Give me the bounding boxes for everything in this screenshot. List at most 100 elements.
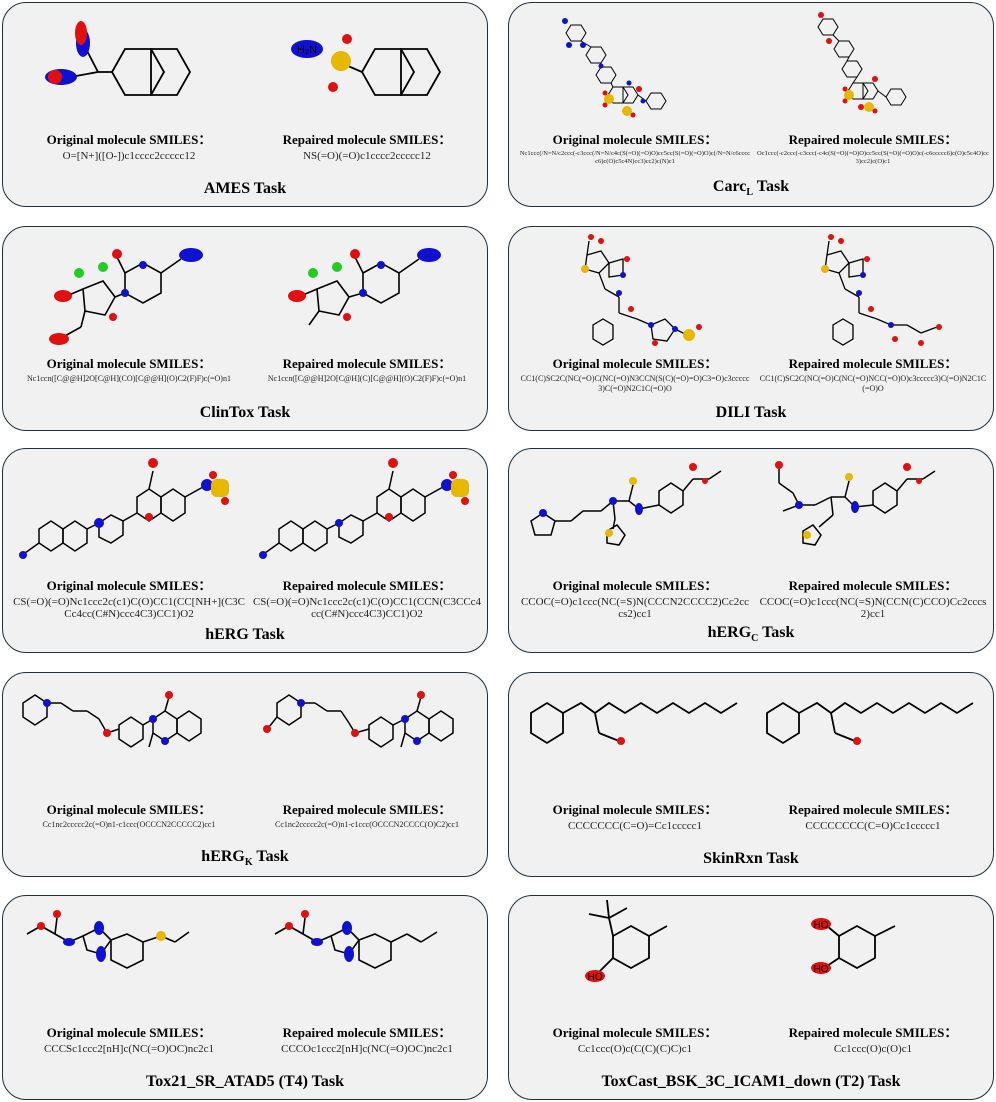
task-title: ClinTox Task [199,404,291,421]
task-title: AMES Task [203,180,287,197]
repaired-column: Repaired molecule SMILES： CCCOc1ccc2[nH]… [247,1022,487,1055]
title-end: Task [252,847,289,865]
title-main: Carc [712,177,747,195]
repaired-column: Repaired molecule SMILES： Nc1ccn([C@@H]2… [247,353,487,384]
original-smiles: CCCCCCC(C=O)=Cc1ccccc1 [567,820,702,832]
original-molecule-dili [584,240,688,346]
repaired-molecule-herg [264,470,444,554]
original-smiles-label: Original molecule SMILES： [552,132,718,147]
panel-herg-k: Original molecule SMILES： Cc1nc2ccccc2c(… [2,672,488,877]
original-smiles-label: Original molecule SMILES： [46,1025,212,1040]
repaired-smiles-label: Repaired molecule SMILES： [788,132,958,147]
original-column: Original molecule SMILES： Cc1ccc(O)c(C(C… [515,1022,755,1055]
original-molecule-carc [565,24,667,110]
original-column: Original molecule SMILES： CCOC(=O)c1ccc(… [515,575,755,620]
title-main: hERG [201,847,245,865]
repaired-smiles: NS(=O)(=O)c1cccc2ccccc12 [303,150,431,162]
repaired-smiles-label: Repaired molecule SMILES： [788,578,958,593]
molecule-drawing-herg-k [22,691,454,748]
original-smiles-label: Original molecule SMILES： [552,578,718,593]
repaired-smiles-label: Repaired molecule SMILES： [282,578,452,593]
molecule-drawing-clintox [49,248,441,345]
task-title: DILI Task [715,404,787,421]
original-smiles-label: Original molecule SMILES： [552,802,718,817]
molecule-drawing-tox21 [26,910,438,969]
repaired-smiles: CC1(C)SC2C(NC(=O)C(NC(=O)NCC(=O)O)c3cccc… [759,374,987,393]
task-title: CarcL Task [509,178,993,198]
title-subscript: K [244,857,253,868]
repaired-smiles: Cc1nc2ccccc2c(=O)n1-c1ccc(OCCCN2CCCC(O)C… [274,820,459,829]
repaired-column: Repaired molecule SMILES： NS(=O)(=O)c1cc… [247,129,487,162]
repaired-column: Repaired molecule SMILES： Cc1nc2ccccc2c(… [247,799,487,830]
original-smiles: Cc1nc2ccccc2c(=O)n1-c1ccc(OCCCN2CCCCC2)c… [42,820,216,829]
title-end: Task [758,623,795,641]
task-title: hERGC Task [509,624,993,644]
repaired-column: Repaired molecule SMILES： Cc1ccc(O)c(O)c… [753,1022,993,1055]
repaired-smiles-label: Repaired molecule SMILES： [282,802,452,817]
original-smiles-label: Original molecule SMILES： [46,578,212,593]
panel-skinrxn: Original molecule SMILES： CCCCCCC(C=O)=C… [508,672,994,877]
molecule-drawing-toxcast: HO HO HO [585,899,896,983]
original-molecule-toxcast [588,899,668,973]
original-column: Original molecule SMILES： Nc1ccc(/N=N/c2… [515,129,755,166]
repaired-molecule-tox21 [274,917,438,969]
original-smiles-label: Original molecule SMILES： [46,132,212,147]
original-smiles: CCOC(=O)c1ccc(NC(=S)N(CCCN2CCCC2)Cc2cccs… [520,596,750,621]
original-smiles: Nc1ccc(/N=N/c2ccc(-c3ccc(/N=N/c4c(S(=O)(… [519,150,751,166]
repaired-column: Repaired molecule SMILES： CS(=O)(=O)Nc1c… [247,575,487,620]
task-title: SkinRxn Task [703,850,799,867]
title-subscript: C [751,633,759,644]
original-molecule-tox21 [26,917,190,969]
original-molecule-ames [64,42,192,96]
panel-clintox: Original molecule SMILES： Nc1ccn([C@@H]2… [2,226,488,431]
title-end: Task [753,177,790,195]
panel-carc: Original molecule SMILES： Nc1ccc(/N=N/c2… [508,2,994,207]
panel-herg: Original molecule SMILES： CS(=O)(=O)Nc1c… [2,448,488,653]
atom-label: HO [814,920,829,931]
panel-herg-c: Original molecule SMILES： CCOC(=O)c1ccc(… [508,448,994,653]
atom-label: H₂N [297,44,317,56]
original-smiles: Cc1ccc(O)c(C(C)(C)C)c1 [577,1043,693,1055]
repaired-molecule-dili [824,240,938,346]
nitrogen-atom [291,40,323,58]
repaired-smiles: Nc1ccn([C@@H]2O[C@H](C)[C@@H](O)C2(F)F)c… [267,374,467,383]
original-smiles: O=[N+]([O-])c1cccc2ccccc12 [62,150,196,162]
oxygen-atom [75,21,87,45]
title-subscript: L [746,187,754,198]
original-molecule-herg-c [530,470,722,546]
original-smiles: Nc1ccn([C@@H]2O[C@H](CO)[C@@H](O)C2(F)F)… [27,374,231,383]
repaired-molecule-skinrxn [766,701,974,745]
repaired-smiles-label: Repaired molecule SMILES： [788,802,958,817]
original-smiles-label: Original molecule SMILES： [46,356,212,371]
repaired-smiles: CCCCCCCC(C=O)Cc1ccccc1 [805,820,941,832]
molecule-drawing-skinrxn [530,701,974,745]
repaired-molecule-ames [340,48,442,96]
original-smiles-label: Original molecule SMILES： [46,802,212,817]
original-column: Original molecule SMILES： O=[N+]([O-])c1… [9,129,249,162]
molecule-drawing-herg [19,458,469,559]
repaired-molecule-carc [817,18,907,106]
original-column: Original molecule SMILES： CCCSc1ccc2[nH]… [9,1022,249,1055]
title-main: hERG [707,623,752,641]
atom-label: HO [814,964,829,975]
original-column: Original molecule SMILES： CS(=O)(=O)Nc1c… [9,575,249,620]
original-smiles-label: Original molecule SMILES： [552,356,718,371]
repaired-column: Repaired molecule SMILES： CC1(C)SC2C(NC(… [753,353,993,393]
repaired-smiles: CCCOc1ccc2[nH]c(NC(=O)OC)nc2c1 [281,1043,453,1055]
repaired-column: Repaired molecule SMILES： CCOC(=O)c1ccc(… [753,575,993,620]
task-title: hERG Task [205,626,285,643]
molecule-drawing-ames: H₂N [45,21,442,96]
panel-tox21: Original molecule SMILES： CCCSc1ccc2[nH]… [2,895,488,1100]
repaired-smiles: Cc1ccc(O)c(O)c1 [833,1043,913,1055]
atom-label: HO [588,972,603,983]
original-molecule-herg [24,470,204,554]
original-molecule-skinrxn [530,701,738,745]
repaired-smiles-label: Repaired molecule SMILES： [282,132,452,147]
repaired-smiles-label: Repaired molecule SMILES： [788,356,958,371]
original-column: Original molecule SMILES： Nc1ccn([C@@H]2… [9,353,249,384]
repaired-smiles-label: Repaired molecule SMILES： [282,356,452,371]
repaired-molecule-toxcast [826,924,896,970]
sulfur-atom [331,51,351,71]
repaired-smiles: Oc1ccc(-c2ccc(-c3ccc(-c4c(S(=O)(=O)O)cc5… [757,150,989,166]
repaired-smiles-label: Repaired molecule SMILES： [282,1025,452,1040]
